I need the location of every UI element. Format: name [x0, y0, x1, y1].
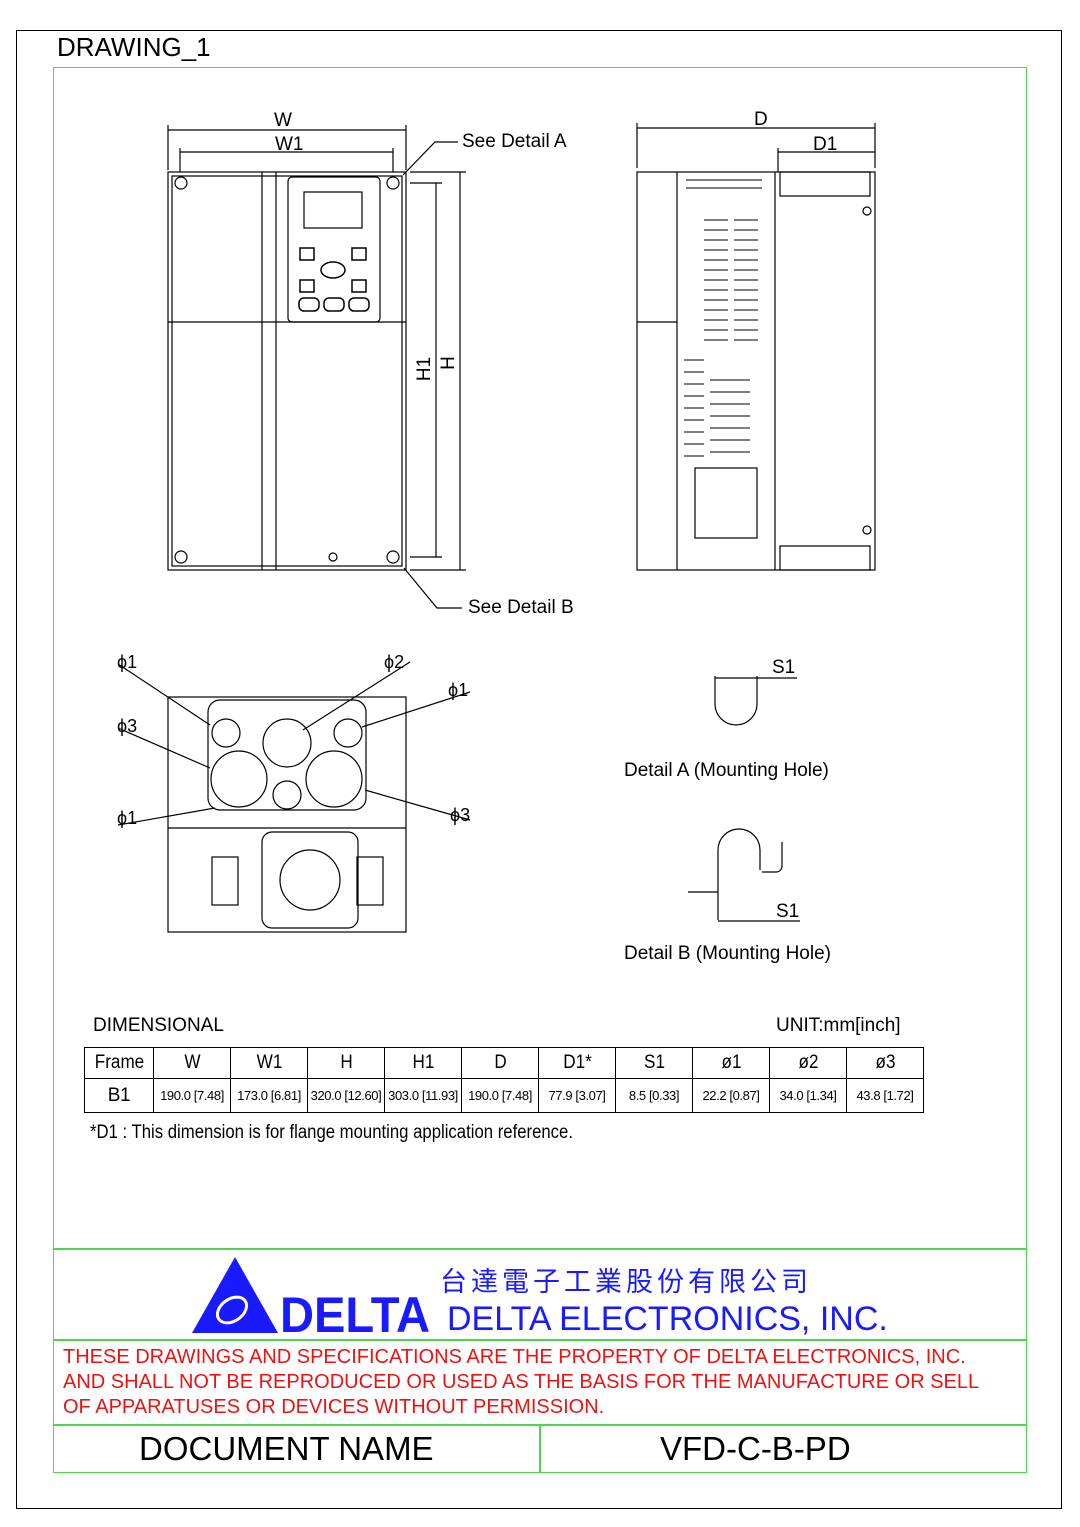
company-name-chinese: 台達電子工業股份有限公司 — [440, 1267, 812, 1297]
table-cell: 22.2 [0.87] — [692, 1078, 770, 1113]
divider — [53, 1248, 1027, 1250]
see-detail-a-label: See Detail A — [462, 131, 567, 152]
table-cell: 190.0 [7.48] — [461, 1078, 539, 1113]
outer-border — [16, 30, 1062, 1509]
table-cell: 303.0 [11.93] — [384, 1078, 462, 1113]
table-header: W1 — [233, 1047, 305, 1079]
dimension-table: Frame W W1 H H1 D D1* S1 ø1 ø2 ø3 B1 190… — [84, 1047, 924, 1113]
svg-text:DELTA: DELTA — [280, 1287, 430, 1335]
technical-drawing — [117, 123, 876, 933]
drawing-title: DRAWING_1 — [57, 32, 211, 62]
divider — [539, 1425, 541, 1472]
table-cell: 320.0 [12.60] — [307, 1078, 385, 1113]
table-cell: B1 — [84, 1078, 154, 1113]
table-cell: 8.5 [0.33] — [615, 1078, 693, 1113]
phi3-label: ϕ3 — [450, 805, 471, 825]
company-name-english: DELTA ELECTRONICS, INC. — [447, 1300, 888, 1338]
detail-a-drawing — [714, 676, 797, 726]
phi2-label: ϕ2 — [384, 652, 405, 672]
table-header: H — [310, 1047, 382, 1079]
divider — [53, 1339, 1027, 1341]
dim-h1-label: H1 — [414, 356, 436, 382]
phi1-label: ϕ1 — [448, 680, 469, 700]
inner-border — [53, 67, 1027, 1473]
dim-d1-label: D1 — [813, 134, 838, 155]
notice-line: AND SHALL NOT BE REPRODUCED OR USED AS T… — [63, 1371, 980, 1393]
table-cell: 43.8 [1.72] — [846, 1078, 924, 1113]
see-detail-b-label: See Detail B — [468, 597, 574, 618]
dim-w1-label: W1 — [275, 134, 304, 155]
document-name-label: DOCUMENT NAME — [139, 1430, 434, 1467]
phi3-label: ϕ3 — [117, 716, 138, 736]
phi1-label: ϕ1 — [117, 652, 138, 672]
table-header: ø1 — [695, 1047, 767, 1079]
detail-b-drawing — [688, 828, 800, 922]
table-header: Frame — [87, 1047, 151, 1079]
table-header: H1 — [387, 1047, 459, 1079]
table-row: B1 190.0 [7.48] 173.0 [6.81] 320.0 [12.6… — [84, 1078, 924, 1113]
notice-line: THESE DRAWINGS AND SPECIFICATIONS ARE TH… — [63, 1346, 966, 1368]
dim-h-label: H — [437, 356, 459, 370]
phi1-label: ϕ1 — [117, 808, 138, 828]
detail-a-caption: Detail A (Mounting Hole) — [624, 760, 829, 781]
table-header: W — [156, 1047, 228, 1079]
table-cell: 77.9 [3.07] — [538, 1078, 616, 1113]
s1-label-b: S1 — [776, 901, 800, 922]
document-name-value: VFD-C-B-PD — [660, 1430, 851, 1467]
delta-logo: DELTA — [192, 1257, 430, 1335]
dim-d-label: D — [754, 109, 768, 130]
table-header: D1* — [541, 1047, 613, 1079]
table-header: ø2 — [772, 1047, 844, 1079]
table-unit: UNIT:mm[inch] — [776, 1015, 901, 1036]
dim-w-label: W — [274, 110, 292, 131]
front-view — [167, 125, 466, 609]
table-header: ø3 — [849, 1047, 921, 1079]
side-view — [636, 123, 876, 571]
table-note: *D1 : This dimension is for flange mount… — [90, 1122, 573, 1143]
table-cell: 173.0 [6.81] — [230, 1078, 308, 1113]
detail-b-caption: Detail B (Mounting Hole) — [624, 943, 831, 964]
bottom-view — [117, 661, 471, 933]
table-cell: 34.0 [1.34] — [769, 1078, 847, 1113]
notice-line: OF APPARATUSES OR DEVICES WITHOUT PERMIS… — [63, 1396, 605, 1418]
table-header-row: Frame W W1 H H1 D D1* S1 ø1 ø2 ø3 — [85, 1047, 924, 1079]
table-cell: 190.0 [7.48] — [153, 1078, 231, 1113]
table-header: D — [464, 1047, 536, 1079]
s1-label-a: S1 — [772, 657, 796, 678]
table-heading: DIMENSIONAL — [93, 1015, 224, 1036]
table-header: S1 — [618, 1047, 690, 1079]
